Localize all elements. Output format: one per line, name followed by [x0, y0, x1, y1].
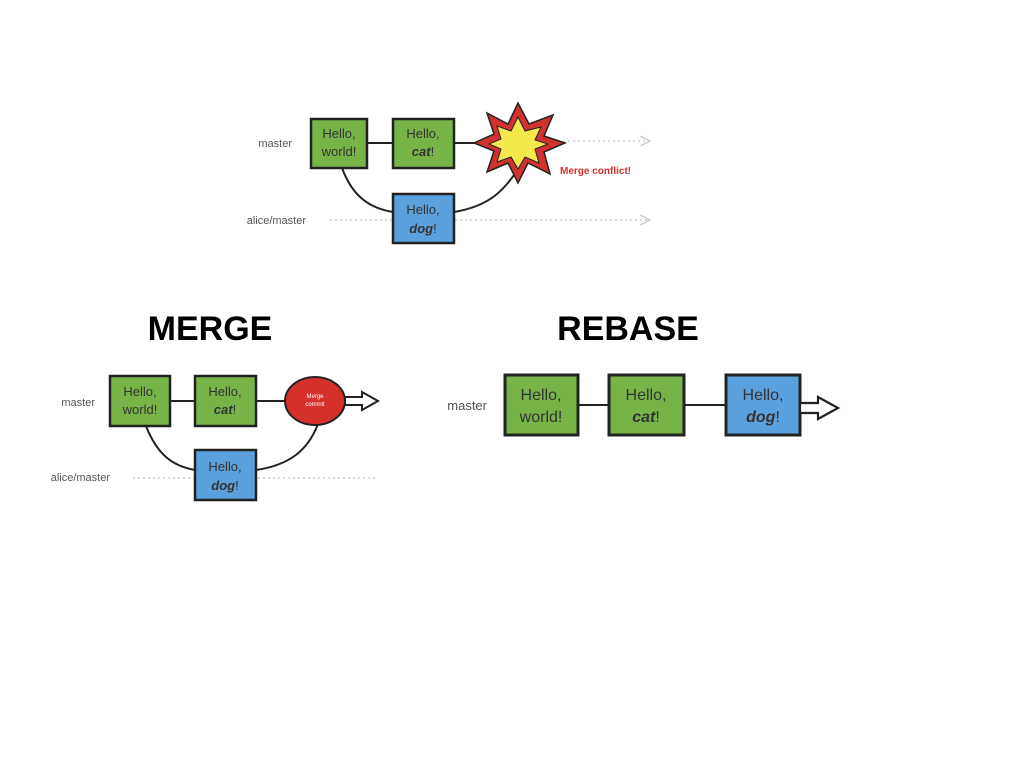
- top-commit-3-rest: !: [433, 221, 437, 236]
- merge-conflict-label: Merge conflict!: [560, 166, 631, 177]
- merge-branch-curve: [145, 425, 196, 471]
- top-commit-2-line1: Hello,: [406, 126, 439, 141]
- rebase-commit-box-1: [503, 373, 580, 437]
- rebase-diagram: REBASE master Hello, world! Hello, cat! …: [447, 310, 841, 437]
- top-branch-master-label: master: [258, 138, 292, 150]
- merge-commit-2-bold: cat: [214, 402, 233, 417]
- merge-commit-3-line2: dog!: [211, 478, 238, 493]
- merge-arrow-icon: [344, 390, 381, 412]
- merge-heading: MERGE: [148, 310, 273, 348]
- top-commit-3-line1: Hello,: [406, 202, 439, 217]
- rebase-branch-master-label: master: [447, 398, 487, 413]
- merge-commit-box-3: [193, 448, 258, 502]
- explosion-star-inner: [487, 115, 550, 170]
- top-commit-box-1: [309, 117, 369, 170]
- top-commit-2-rest: !: [431, 144, 435, 159]
- merge-commit-3-rest: !: [235, 478, 239, 493]
- top-commit-3-bold: dog: [409, 221, 433, 236]
- top-commit-box-2: [391, 117, 456, 170]
- rebase-arrow-icon: [798, 395, 841, 421]
- merge-merge-curve: [255, 423, 319, 471]
- rebase-commit-2-rest: !: [655, 409, 659, 426]
- merge-diagram: MERGE master alice/master Hello, world! …: [51, 310, 381, 502]
- top-commit-1-line1: Hello,: [322, 126, 355, 141]
- top-branch-curve: [341, 167, 394, 213]
- top-branch-alice-label: alice/master: [247, 215, 307, 227]
- top-commit-3-line2: dog!: [409, 221, 436, 236]
- rebase-commit-3-line1: Hello,: [743, 387, 784, 404]
- merge-commit-label-line1: Merge: [306, 394, 324, 400]
- rebase-commit-2-line2: cat!: [632, 409, 660, 426]
- rebase-commit-1-line1: Hello,: [521, 387, 562, 404]
- rebase-commit-3-rest: !: [775, 409, 779, 426]
- top-commit-box-3: [391, 192, 456, 245]
- merge-branch-alice-label: alice/master: [51, 472, 111, 484]
- merge-commit-label-line2: commit: [305, 402, 325, 408]
- rebase-heading: REBASE: [557, 310, 699, 348]
- rebase-commit-3-line2: dog!: [746, 409, 780, 426]
- rebase-commit-box-3: [724, 373, 802, 437]
- merge-commit-2-line1: Hello,: [208, 384, 241, 399]
- merge-commit-3-line1: Hello,: [208, 459, 241, 474]
- merge-commit-box-1: [108, 374, 172, 428]
- top-commit-1-line2: world!: [321, 144, 357, 159]
- merge-commit-2-line2: cat!: [214, 402, 236, 417]
- rebase-commit-box-2: [607, 373, 686, 437]
- merge-commit-node: [284, 376, 346, 426]
- rebase-commit-1-line2: world!: [519, 409, 563, 426]
- rebase-commit-2-bold: cat: [632, 409, 656, 426]
- rebase-commit-3-bold: dog: [746, 409, 776, 426]
- merge-branch-master-label: master: [61, 397, 95, 409]
- merge-commit-box-2: [193, 374, 258, 428]
- top-commit-2-line2: cat!: [412, 144, 434, 159]
- top-diagram: master alice/master Hello, world! Hello,…: [247, 101, 650, 245]
- merge-commit-1-line2: world!: [122, 402, 158, 417]
- merge-commit-3-bold: dog: [211, 478, 235, 493]
- top-commit-2-bold: cat: [412, 144, 431, 159]
- top-merge-curve: [453, 165, 521, 213]
- rebase-commit-2-line1: Hello,: [626, 387, 667, 404]
- merge-commit-2-rest: !: [233, 402, 237, 417]
- merge-commit-1-line1: Hello,: [123, 384, 156, 399]
